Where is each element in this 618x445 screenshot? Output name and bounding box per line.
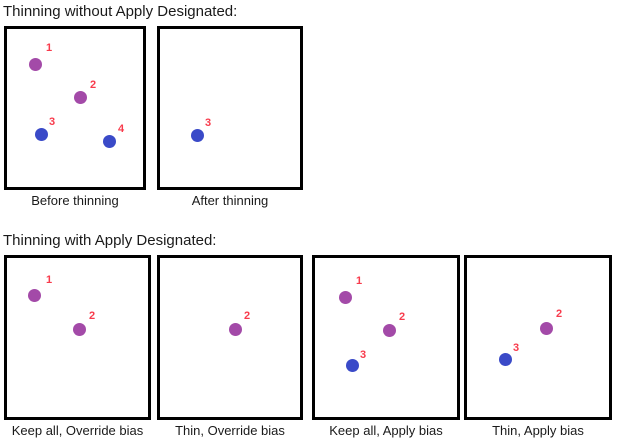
point-number-label: 4 — [118, 123, 125, 135]
purple-point — [28, 57, 42, 71]
point-number-label: 3 — [49, 116, 56, 128]
purple-point — [382, 323, 396, 337]
panel-box: 2 — [157, 255, 303, 420]
panel-caption: Thin, Apply bias — [492, 423, 584, 438]
panel-box: 1 2 3 4 — [4, 26, 146, 190]
panel-caption: Keep all, Apply bias — [329, 423, 443, 438]
section-title: Thinning without Apply Designated: — [3, 3, 238, 20]
purple-point — [73, 90, 87, 104]
blue-point — [498, 352, 512, 366]
point-number-label: 2 — [244, 310, 251, 322]
point-number-label: 2 — [89, 310, 96, 322]
panel-caption: Before thinning — [31, 193, 119, 208]
point-number-label: 2 — [556, 308, 563, 320]
blue-point — [190, 128, 204, 142]
point-number-label: 3 — [513, 342, 520, 354]
section-title: Thinning with Apply Designated: — [3, 232, 217, 249]
purple-point — [338, 290, 352, 304]
point-number-label: 2 — [399, 311, 406, 323]
purple-point — [27, 288, 41, 302]
blue-point — [345, 358, 359, 372]
point-number-label: 3 — [360, 349, 367, 361]
panel-caption: Keep all, Override bias — [11, 423, 144, 438]
panel-caption: After thinning — [191, 193, 269, 208]
panel-box: 3 — [157, 26, 303, 190]
blue-point — [34, 127, 48, 141]
blue-point — [102, 134, 116, 148]
purple-point — [539, 321, 553, 335]
point-number-label: 1 — [46, 42, 53, 54]
point-number-label: 1 — [46, 274, 53, 286]
point-number-label: 1 — [356, 275, 363, 287]
purple-point — [228, 322, 242, 336]
point-number-label: 2 — [90, 79, 97, 91]
purple-point — [72, 322, 86, 336]
panel-box: 1 2 3 — [312, 255, 460, 420]
point-number-label: 3 — [205, 117, 212, 129]
panel-caption: Thin, Override bias — [175, 423, 285, 438]
